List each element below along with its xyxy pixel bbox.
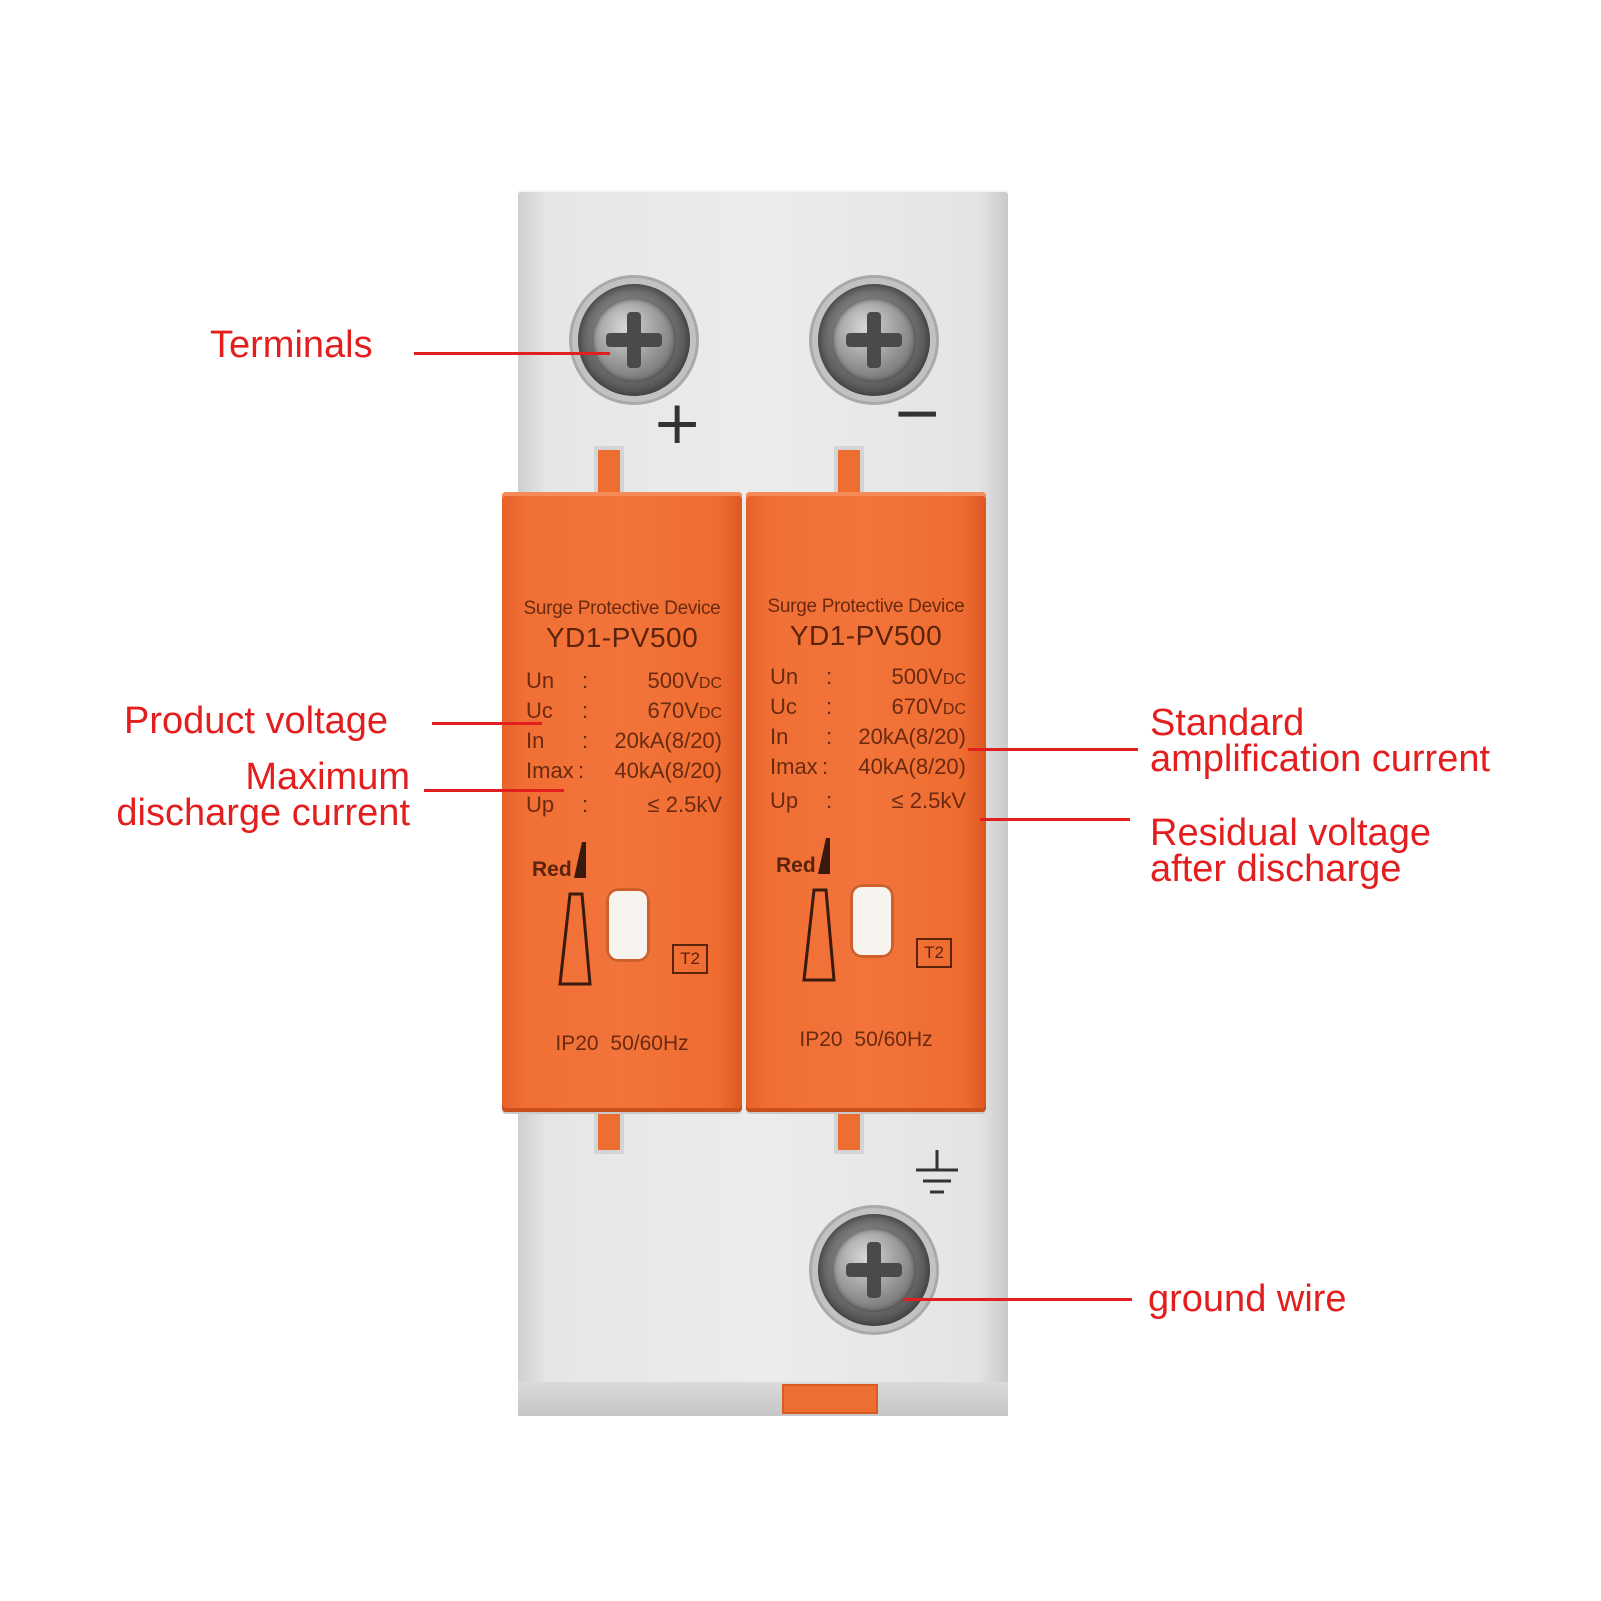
top-slot-right bbox=[834, 446, 864, 492]
spec-up: Up : ≤ 2.5kV bbox=[770, 788, 966, 813]
spec-imax: Imax : 40kA(8/20) bbox=[770, 754, 966, 779]
positive-terminal-screw bbox=[578, 284, 690, 396]
leader-standard-current bbox=[968, 748, 1138, 751]
indicator-wedge-icon bbox=[558, 842, 592, 986]
callout-ground-wire: ground wire bbox=[1148, 1278, 1347, 1320]
callout-residual-line1: Residual voltage bbox=[1150, 812, 1431, 854]
type-mark: T2 bbox=[672, 944, 708, 974]
module-model: YD1-PV500 bbox=[789, 620, 943, 651]
callout-residual-line2: after discharge bbox=[1150, 848, 1402, 890]
leader-max-discharge bbox=[424, 789, 564, 792]
indicator-label: Red bbox=[776, 854, 816, 877]
bottom-slot-right bbox=[834, 1108, 864, 1154]
minus-symbol: − bbox=[892, 378, 943, 448]
leader-ground-wire bbox=[904, 1298, 1132, 1301]
bottom-release-tab bbox=[782, 1384, 878, 1414]
module-title: Surge Protective Device bbox=[523, 598, 721, 619]
plus-symbol: + bbox=[652, 388, 703, 458]
module-footer: IP20 50/60Hz bbox=[555, 1032, 689, 1055]
leader-residual-voltage bbox=[980, 818, 1130, 821]
callout-product-voltage: Product voltage bbox=[124, 700, 389, 742]
callout-max-discharge-line2: discharge current bbox=[116, 792, 410, 834]
spec-in: In : 20kA(8/20) bbox=[770, 724, 966, 749]
callout-max-discharge-line1: Maximum bbox=[245, 756, 410, 798]
type-mark: T2 bbox=[916, 938, 952, 968]
spec-un: Un : 500VDC bbox=[526, 668, 722, 693]
callout-terminals: Terminals bbox=[210, 324, 373, 366]
leader-terminals bbox=[414, 352, 610, 355]
module-footer: IP20 50/60Hz bbox=[799, 1028, 933, 1051]
leader-product-voltage bbox=[432, 722, 542, 725]
callout-standard-line1: Standard bbox=[1150, 702, 1305, 744]
spec-up: Up : ≤ 2.5kV bbox=[526, 792, 722, 817]
callout-standard-line2: amplification current bbox=[1150, 738, 1491, 780]
spd-module-positive: Surge Protective Device YD1-PV500 Un : 5… bbox=[502, 492, 742, 1112]
bottom-slot-left bbox=[594, 1108, 624, 1154]
spec-uc: Uc : 670VDC bbox=[770, 694, 966, 719]
ground-icon bbox=[916, 1150, 958, 1194]
module-title: Surge Protective Device bbox=[767, 596, 965, 617]
spec-in: In : 20kA(8/20) bbox=[526, 728, 722, 753]
module-model: YD1-PV500 bbox=[545, 622, 699, 653]
negative-terminal-screw bbox=[818, 284, 930, 396]
spec-uc: Uc : 670VDC bbox=[526, 698, 722, 723]
status-window bbox=[850, 884, 894, 958]
indicator-wedge-icon bbox=[802, 838, 836, 982]
spd-module-negative: Surge Protective Device YD1-PV500 Un : 5… bbox=[746, 492, 986, 1112]
spec-imax: Imax : 40kA(8/20) bbox=[526, 758, 722, 783]
status-window bbox=[606, 888, 650, 962]
din-rail-foot bbox=[518, 1382, 1008, 1416]
indicator-label: Red bbox=[532, 858, 572, 881]
spec-un: Un : 500VDC bbox=[770, 664, 966, 689]
top-slot-left bbox=[594, 446, 624, 492]
ground-terminal-screw bbox=[818, 1214, 930, 1326]
